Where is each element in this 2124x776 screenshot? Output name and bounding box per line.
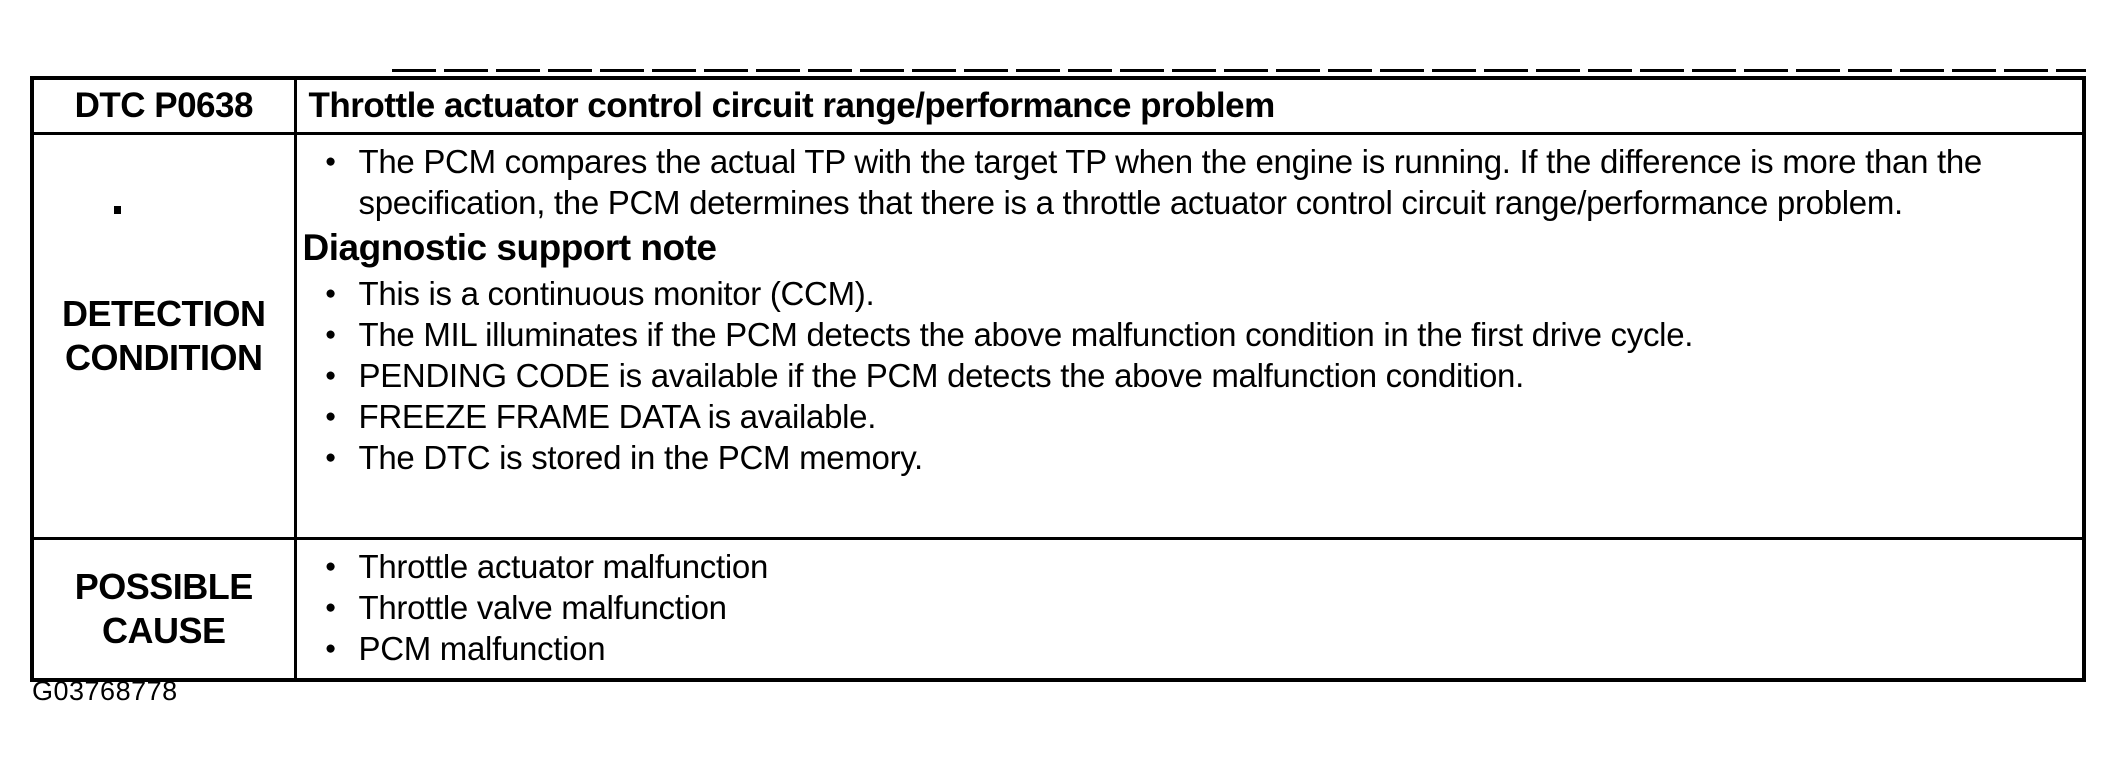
- bullet-item: ● PENDING CODE is available if the PCM de…: [303, 355, 2057, 396]
- label-line: DETECTION: [61, 293, 266, 334]
- bullet-item: ● Throttle actuator malfunction: [303, 546, 2057, 587]
- bullet-icon: ●: [324, 365, 337, 386]
- bullet-icon: ●: [324, 324, 337, 345]
- figure-id-label: G03768778: [32, 676, 178, 706]
- bullet-icon: ●: [324, 638, 337, 659]
- dtc-description-cell: Throttle actuator control circuit range/…: [293, 76, 2086, 135]
- note-heading: Diagnostic support note: [302, 227, 717, 268]
- dtc-table: DTC P0638 Throttle actuator control circ…: [30, 76, 2086, 682]
- bullet-item: ● The DTC is stored in the PCM memory.: [303, 437, 2057, 478]
- bullet-item: ● The MIL illuminates if the PCM detects …: [303, 314, 2057, 355]
- bullet-icon: ●: [324, 406, 337, 427]
- detection-condition-label: DETECTION CONDITION: [30, 132, 297, 540]
- bullet-text: FREEZE FRAME DATA is available.: [358, 398, 877, 435]
- bullet-text: The PCM compares the actual TP with the …: [358, 143, 1983, 221]
- bullet-item: ● The PCM compares the actual TP with the…: [303, 141, 2057, 223]
- label-line: POSSIBLE: [74, 566, 254, 607]
- bullet-icon: ●: [324, 556, 337, 577]
- scan-artifact-line: [392, 69, 2086, 72]
- bullet-icon: ●: [324, 447, 337, 468]
- detection-condition-content: ● The PCM compares the actual TP with the…: [293, 132, 2086, 540]
- label-line: CONDITION: [65, 337, 263, 378]
- possible-cause-label: POSSIBLE CAUSE: [30, 537, 297, 682]
- bullet-icon: ●: [324, 283, 337, 304]
- bullet-item: ● This is a continuous monitor (CCM).: [303, 273, 2057, 314]
- possible-cause-content: ● Throttle actuator malfunction ● Throttle …: [293, 537, 2086, 682]
- bullet-icon: ●: [324, 597, 337, 618]
- label-line: CAUSE: [101, 610, 226, 651]
- bullet-text: Throttle actuator malfunction: [358, 548, 769, 585]
- bullet-text: Throttle valve malfunction: [358, 589, 728, 626]
- bullet-text: The DTC is stored in the PCM memory.: [358, 439, 924, 476]
- bullet-text: This is a continuous monitor (CCM).: [358, 275, 875, 312]
- detection-condition-row: DETECTION CONDITION ● The PCM compares th…: [30, 132, 2086, 540]
- bullet-item: ● PCM malfunction: [303, 628, 2057, 669]
- header-row: DTC P0638 Throttle actuator control circ…: [30, 76, 2086, 135]
- bullet-text: PCM malfunction: [358, 630, 606, 667]
- bullet-text: PENDING CODE is available if the PCM det…: [358, 357, 1525, 394]
- bullet-item: ● FREEZE FRAME DATA is available.: [303, 396, 2057, 437]
- possible-cause-row: POSSIBLE CAUSE ● Throttle actuator malfun…: [30, 537, 2086, 682]
- dtc-code-cell: DTC P0638: [30, 76, 297, 135]
- bullet-icon: ●: [324, 151, 337, 172]
- bullet-text: The MIL illuminates if the PCM detects t…: [358, 316, 1694, 353]
- bullet-item: ● Throttle valve malfunction: [303, 587, 2057, 628]
